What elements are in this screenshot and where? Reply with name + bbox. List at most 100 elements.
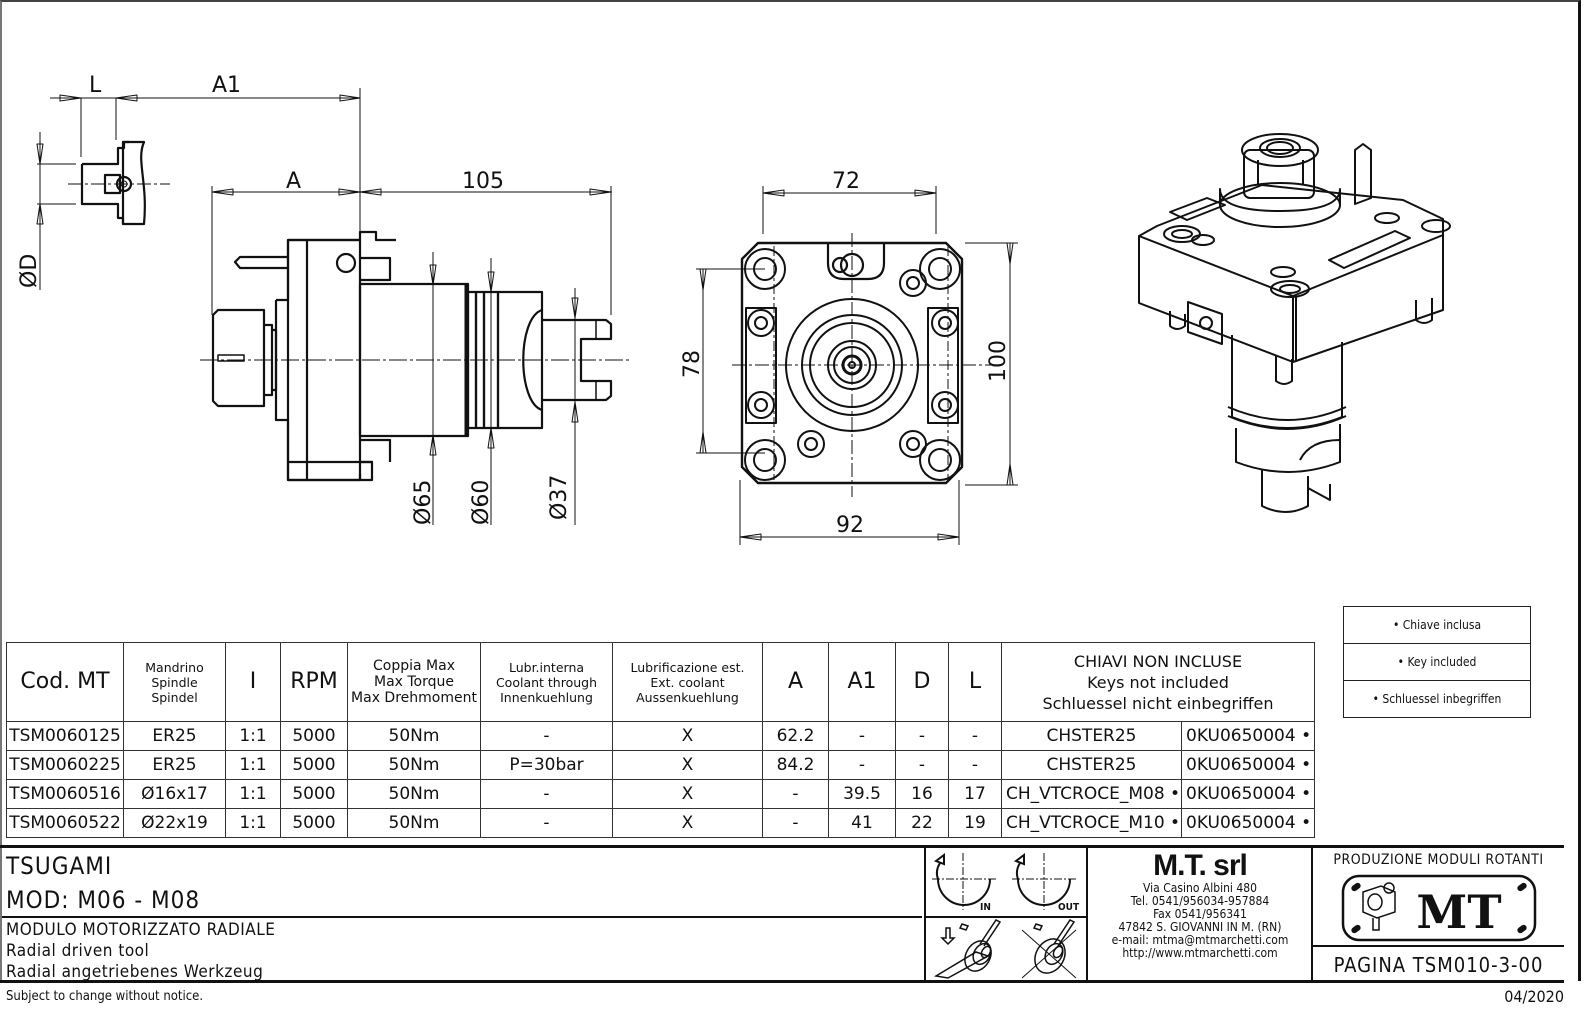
svg-text:OUT: OUT xyxy=(1058,902,1080,913)
company-fax: Fax 0541/956341 xyxy=(1153,907,1247,921)
company-email[interactable]: e-mail: mtma@mtmarchetti.com xyxy=(1111,933,1289,947)
cell-ratio: 1:1 xyxy=(225,721,281,751)
rotation-out-icon: OUT xyxy=(1012,853,1080,913)
technical-drawings: L A1 ØD xyxy=(17,73,1451,545)
cell-torque: 50Nm xyxy=(347,808,481,838)
front-view: 72 92 78 100 xyxy=(680,169,1018,545)
description-german: Radial angetriebenes Werkzeug xyxy=(6,962,264,982)
cell-coolant-internal: - xyxy=(480,721,613,751)
cell-d: - xyxy=(895,721,949,751)
svg-text:MT: MT xyxy=(1416,885,1501,939)
cell-rpm: 5000 xyxy=(280,750,348,780)
rotation-direction-icons: IN OUT xyxy=(932,853,1080,913)
key-included-legend: • Chiave inclusa • Key included • Schlue… xyxy=(1343,606,1531,718)
drawing-frame xyxy=(0,0,1581,981)
company-city: 47842 S. GIOVANNI IN M. (RN) xyxy=(1118,920,1282,934)
cell-a1: - xyxy=(828,721,896,751)
cell-a: 84.2 xyxy=(762,750,829,780)
cell-ratio: 1:1 xyxy=(225,779,281,809)
page-number: PAGINA TSM010-3-00 xyxy=(1313,945,1564,982)
cell-key2: 0KU0650004 • xyxy=(1181,779,1315,809)
company-info: M.T. srl Via Casino Albini 480 Tel. 0541… xyxy=(1088,848,1312,980)
cell-d: - xyxy=(895,750,949,780)
cell-rpm: 5000 xyxy=(280,721,348,751)
cell-spindle: Ø22x19 xyxy=(123,808,226,838)
divider xyxy=(924,916,1086,918)
cell-spindle: Ø16x17 xyxy=(123,779,226,809)
cell-d: 22 xyxy=(895,808,949,838)
production-title: PRODUZIONE MODULI ROTANTI xyxy=(1333,852,1544,868)
machine-model: MOD: M06 - M08 xyxy=(6,886,201,914)
cell-key1: CHSTER25 xyxy=(1001,721,1182,751)
cell-coolant-external: X xyxy=(612,808,763,838)
production-block: PRODUZIONE MODULI ROTANTI MT PAGINA TSM0… xyxy=(1313,848,1564,980)
cell-coolant-external: X xyxy=(612,721,763,751)
header-d: D xyxy=(895,642,949,722)
cell-a: 62.2 xyxy=(762,721,829,751)
cell-l: - xyxy=(948,721,1002,751)
company-name: M.T. srl xyxy=(1153,849,1248,882)
divider xyxy=(2,916,922,918)
company-website[interactable]: http://www.mtmarchetti.com xyxy=(1122,946,1278,960)
dim-d65-label: Ø65 xyxy=(411,480,436,525)
dim-d60-label: Ø60 xyxy=(469,480,494,525)
cell-l: 19 xyxy=(948,808,1002,838)
cell-coolant-external: X xyxy=(612,750,763,780)
header-rpm: RPM xyxy=(280,642,348,722)
cell-a: - xyxy=(762,779,829,809)
mt-logo: MT xyxy=(1341,874,1537,942)
company-tel: Tel. 0541/956034-957884 xyxy=(1130,894,1270,908)
dim-D-label: ØD xyxy=(17,254,42,288)
cell-cod: TSM0060516 xyxy=(6,779,124,809)
divider xyxy=(924,848,926,980)
description-english: Radial driven tool xyxy=(6,941,150,961)
header-l: L xyxy=(948,642,1002,722)
legend-item-english: • Key included xyxy=(1344,644,1530,681)
divider xyxy=(1311,848,1313,980)
dim-92-label: 92 xyxy=(836,513,864,538)
cell-l: - xyxy=(948,750,1002,780)
dim-d37-label: Ø37 xyxy=(547,475,572,520)
wrench-usage-icons xyxy=(933,919,1077,979)
header-a1: A1 xyxy=(828,642,896,722)
title-block-product: TSUGAMI MOD: M06 - M08 MODULO MOTORIZZAT… xyxy=(2,848,922,982)
cell-a1: 39.5 xyxy=(828,779,896,809)
cell-ratio: 1:1 xyxy=(225,808,281,838)
table-row: TSM0060516 Ø16x17 1:1 5000 50Nm - X - 39… xyxy=(6,779,1315,809)
dim-100-label: 100 xyxy=(986,340,1011,382)
cell-cod: TSM0060125 xyxy=(6,721,124,751)
cell-rpm: 5000 xyxy=(280,808,348,838)
header-cod: Cod. MT xyxy=(6,642,124,722)
machine-brand: TSUGAMI xyxy=(6,852,113,880)
table-row: TSM0060522 Ø22x19 1:1 5000 50Nm - X - 41… xyxy=(6,808,1315,838)
cell-coolant-internal: - xyxy=(480,779,613,809)
rotation-in-icon: IN xyxy=(932,853,996,913)
header-ratio: I xyxy=(225,642,281,722)
cell-key1: CHSTER25 xyxy=(1001,750,1182,780)
dim-A-label: A xyxy=(286,169,301,194)
cell-rpm: 5000 xyxy=(280,779,348,809)
company-address: Via Casino Albini 480 xyxy=(1143,881,1257,895)
cell-spindle: ER25 xyxy=(123,721,226,751)
cell-torque: 50Nm xyxy=(347,750,481,780)
isometric-view xyxy=(1138,133,1451,513)
cell-key1: CH_VTCROCE_M10 • xyxy=(1001,808,1182,838)
title-block: TSUGAMI MOD: M06 - M08 MODULO MOTORIZZAT… xyxy=(0,845,1564,983)
cell-spindle: ER25 xyxy=(123,750,226,780)
dim-A1-label: A1 xyxy=(212,73,241,98)
svg-text:IN: IN xyxy=(980,902,991,913)
legend-item-italian: • Chiave inclusa xyxy=(1344,607,1530,644)
wrench-wrong-icon xyxy=(1021,919,1077,979)
cell-a: - xyxy=(762,808,829,838)
cell-torque: 50Nm xyxy=(347,779,481,809)
cell-d: 16 xyxy=(895,779,949,809)
cell-coolant-external: X xyxy=(612,779,763,809)
header-a: A xyxy=(762,642,829,722)
cell-key2: 0KU0650004 • xyxy=(1181,721,1315,751)
cell-l: 17 xyxy=(948,779,1002,809)
cell-key1: CH_VTCROCE_M08 • xyxy=(1001,779,1182,809)
tool-logo-icon xyxy=(1362,882,1396,931)
